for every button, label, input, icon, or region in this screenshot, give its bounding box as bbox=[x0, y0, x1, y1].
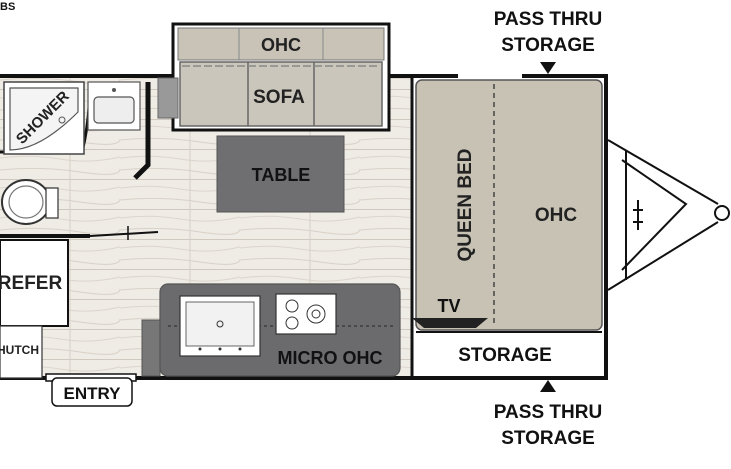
tv bbox=[412, 318, 488, 328]
sofa-slideout bbox=[157, 22, 391, 132]
entry-label: ENTRY bbox=[64, 384, 122, 403]
pass-thru-gap-top bbox=[458, 74, 522, 78]
pass-thru-top-line1: PASS THRU bbox=[494, 9, 602, 30]
corner-text: BS bbox=[0, 1, 15, 13]
table-label: TABLE bbox=[252, 165, 311, 185]
micro-ohc-label: MICRO OHC bbox=[278, 348, 383, 368]
tv-label: TV bbox=[437, 296, 460, 316]
refer-label: REFER bbox=[0, 273, 62, 294]
trailer-tongue bbox=[607, 139, 730, 291]
pass-thru-top-line2: STORAGE bbox=[501, 35, 595, 56]
queen-bed-label: QUEEN BED bbox=[455, 149, 476, 262]
table bbox=[216, 135, 345, 213]
bedroom bbox=[410, 76, 603, 378]
pass-thru-bottom-line1: PASS THRU bbox=[494, 402, 602, 423]
sofa-label: SOFA bbox=[253, 87, 305, 108]
refer-area bbox=[0, 239, 69, 379]
pass-thru-bottom-line2: STORAGE bbox=[501, 428, 595, 449]
hutch-label: HUTCH bbox=[0, 343, 39, 357]
ohc-front-label: OHC bbox=[535, 205, 578, 226]
pass-thru-bottom-arrow bbox=[540, 380, 556, 392]
pass-thru-top-arrow bbox=[540, 62, 556, 74]
ohc-top-label: OHC bbox=[261, 35, 301, 55]
bathroom bbox=[0, 81, 159, 240]
entry-door bbox=[45, 373, 137, 407]
kitchen-counter bbox=[141, 283, 401, 377]
storage-label: STORAGE bbox=[458, 345, 552, 366]
